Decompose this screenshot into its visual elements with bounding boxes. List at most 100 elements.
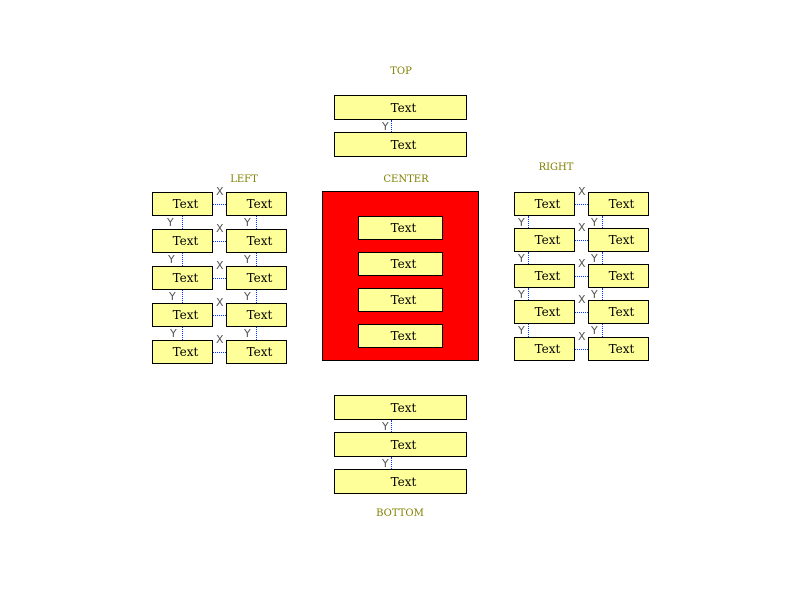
left-box: Text bbox=[226, 229, 287, 253]
center-label: CENTER bbox=[383, 174, 429, 185]
x-axis-marker: X bbox=[216, 296, 224, 309]
right-box: Text bbox=[588, 228, 649, 252]
y-connector bbox=[602, 288, 603, 300]
x-axis-marker: X bbox=[216, 185, 224, 198]
y-connector bbox=[602, 216, 603, 228]
box-text: Text bbox=[390, 221, 417, 235]
bottom-box: Text bbox=[334, 432, 467, 457]
left-label: LEFT bbox=[230, 174, 258, 185]
y-connector bbox=[182, 216, 183, 229]
y-axis-marker: Y bbox=[382, 420, 389, 433]
bottom-label: BOTTOM bbox=[376, 508, 424, 519]
left-box: Text bbox=[152, 303, 213, 327]
box-text: Text bbox=[246, 345, 273, 359]
x-connector bbox=[575, 349, 588, 350]
y-connector bbox=[528, 324, 529, 337]
box-text: Text bbox=[246, 271, 273, 285]
x-connector bbox=[575, 276, 588, 277]
right-label: RIGHT bbox=[538, 162, 574, 173]
box-text: Text bbox=[246, 197, 273, 211]
right-box: Text bbox=[514, 192, 575, 216]
y-connector bbox=[182, 253, 183, 266]
x-connector bbox=[213, 204, 226, 205]
left-box: Text bbox=[152, 266, 213, 290]
box-text: Text bbox=[390, 474, 417, 489]
y-connector bbox=[528, 216, 529, 228]
y-connector bbox=[256, 327, 257, 340]
box-text: Text bbox=[534, 233, 561, 247]
box-text: Text bbox=[390, 137, 417, 152]
y-axis-marker: Y bbox=[244, 290, 251, 303]
x-connector bbox=[575, 240, 588, 241]
y-connector bbox=[528, 252, 529, 264]
center-box: Text bbox=[358, 324, 443, 348]
right-box: Text bbox=[514, 228, 575, 252]
y-connector bbox=[256, 290, 257, 303]
y-axis-marker: Y bbox=[591, 288, 598, 301]
y-connector bbox=[182, 290, 183, 303]
y-axis-marker: Y bbox=[170, 327, 177, 340]
y-connector bbox=[528, 288, 529, 300]
x-connector bbox=[213, 352, 226, 353]
box-text: Text bbox=[608, 269, 635, 283]
x-axis-marker: X bbox=[216, 333, 224, 346]
box-text: Text bbox=[172, 197, 199, 211]
left-box: Text bbox=[152, 229, 213, 253]
right-box: Text bbox=[514, 300, 575, 324]
box-text: Text bbox=[172, 308, 199, 322]
x-axis-marker: X bbox=[578, 293, 586, 306]
y-axis-marker: Y bbox=[244, 216, 251, 229]
x-connector bbox=[213, 241, 226, 242]
top-box: Text bbox=[334, 132, 467, 157]
x-connector bbox=[213, 278, 226, 279]
x-axis-marker: X bbox=[578, 221, 586, 234]
center-box: Text bbox=[358, 216, 443, 240]
y-axis-marker: Y bbox=[382, 120, 389, 133]
left-box: Text bbox=[226, 192, 287, 216]
right-box: Text bbox=[588, 192, 649, 216]
y-axis-marker: Y bbox=[244, 253, 251, 266]
box-text: Text bbox=[390, 329, 417, 343]
box-text: Text bbox=[608, 233, 635, 247]
y-axis-marker: Y bbox=[518, 324, 525, 337]
right-box: Text bbox=[588, 337, 649, 361]
top-label: TOP bbox=[390, 66, 412, 77]
left-box: Text bbox=[152, 340, 213, 364]
top-box: Text bbox=[334, 95, 467, 120]
right-box: Text bbox=[514, 337, 575, 361]
y-axis-marker: Y bbox=[518, 288, 525, 301]
box-text: Text bbox=[534, 269, 561, 283]
left-box: Text bbox=[226, 266, 287, 290]
box-text: Text bbox=[172, 271, 199, 285]
y-connector bbox=[256, 253, 257, 266]
y-connector bbox=[602, 252, 603, 264]
x-axis-marker: X bbox=[578, 257, 586, 270]
bottom-box: Text bbox=[334, 395, 467, 420]
left-box: Text bbox=[226, 340, 287, 364]
left-box: Text bbox=[226, 303, 287, 327]
box-text: Text bbox=[608, 342, 635, 356]
y-axis-marker: Y bbox=[169, 290, 176, 303]
y-connector bbox=[602, 324, 603, 337]
right-box: Text bbox=[514, 264, 575, 288]
y-axis-marker: Y bbox=[591, 216, 598, 229]
x-axis-marker: X bbox=[578, 330, 586, 343]
x-connector bbox=[575, 312, 588, 313]
bottom-box: Text bbox=[334, 469, 467, 494]
x-axis-marker: X bbox=[216, 222, 224, 235]
x-axis-marker: X bbox=[216, 259, 224, 272]
right-box: Text bbox=[588, 300, 649, 324]
y-axis-marker: Y bbox=[244, 327, 251, 340]
box-text: Text bbox=[172, 345, 199, 359]
box-text: Text bbox=[246, 234, 273, 248]
y-axis-marker: Y bbox=[382, 457, 389, 470]
left-box: Text bbox=[152, 192, 213, 216]
center-box: Text bbox=[358, 252, 443, 276]
box-text: Text bbox=[390, 100, 417, 115]
box-text: Text bbox=[390, 400, 417, 415]
y-axis-marker: Y bbox=[591, 252, 598, 265]
box-text: Text bbox=[246, 308, 273, 322]
box-text: Text bbox=[390, 257, 417, 271]
x-connector bbox=[213, 315, 226, 316]
box-text: Text bbox=[534, 342, 561, 356]
